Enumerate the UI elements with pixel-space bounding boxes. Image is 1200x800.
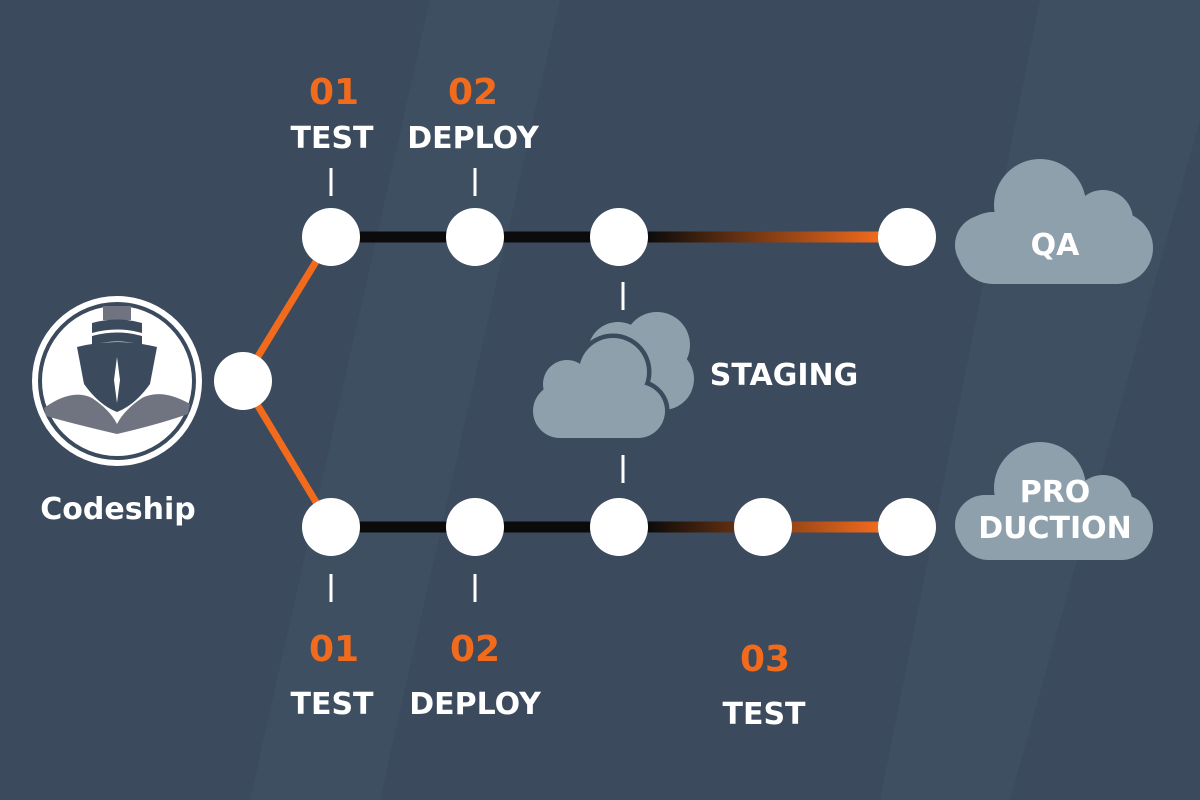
top-step-2-label: DEPLOY (407, 121, 539, 156)
node-top-staging (590, 208, 648, 266)
node-top-test (302, 208, 360, 266)
staging-cloud-icon (528, 312, 694, 443)
background-stripe (880, 0, 1200, 800)
staging-label: STAGING (709, 358, 859, 393)
production-cloud-icon (955, 442, 1153, 560)
bottom-step-3-number: 03 (739, 639, 791, 680)
node-bottom-test (302, 498, 360, 556)
node-bottom-deploy (446, 498, 504, 556)
qa-cloud-icon (955, 159, 1153, 284)
production-label-line2: DUCTION (978, 511, 1132, 546)
node-bottom-test-3 (734, 498, 792, 556)
top-step-1-number: 01 (308, 72, 360, 113)
bottom-step-2-label: DEPLOY (409, 687, 541, 722)
bottom-step-3-label: TEST (722, 697, 806, 732)
top-step-1-label: TEST (290, 121, 374, 156)
node-origin (214, 352, 272, 410)
node-bottom-staging (590, 498, 648, 556)
brand-name: Codeship (40, 492, 196, 527)
node-production (878, 498, 936, 556)
node-top-deploy (446, 208, 504, 266)
production-label-line1: PRO (1019, 475, 1091, 510)
ship-icon (32, 296, 202, 466)
bottom-step-2-number: 02 (449, 629, 501, 670)
node-qa (878, 208, 936, 266)
top-step-2-number: 02 (447, 72, 499, 113)
background-stripe (250, 0, 560, 800)
bottom-step-1-number: 01 (308, 629, 360, 670)
qa-label: QA (1030, 228, 1080, 263)
bottom-step-1-label: TEST (290, 687, 374, 722)
